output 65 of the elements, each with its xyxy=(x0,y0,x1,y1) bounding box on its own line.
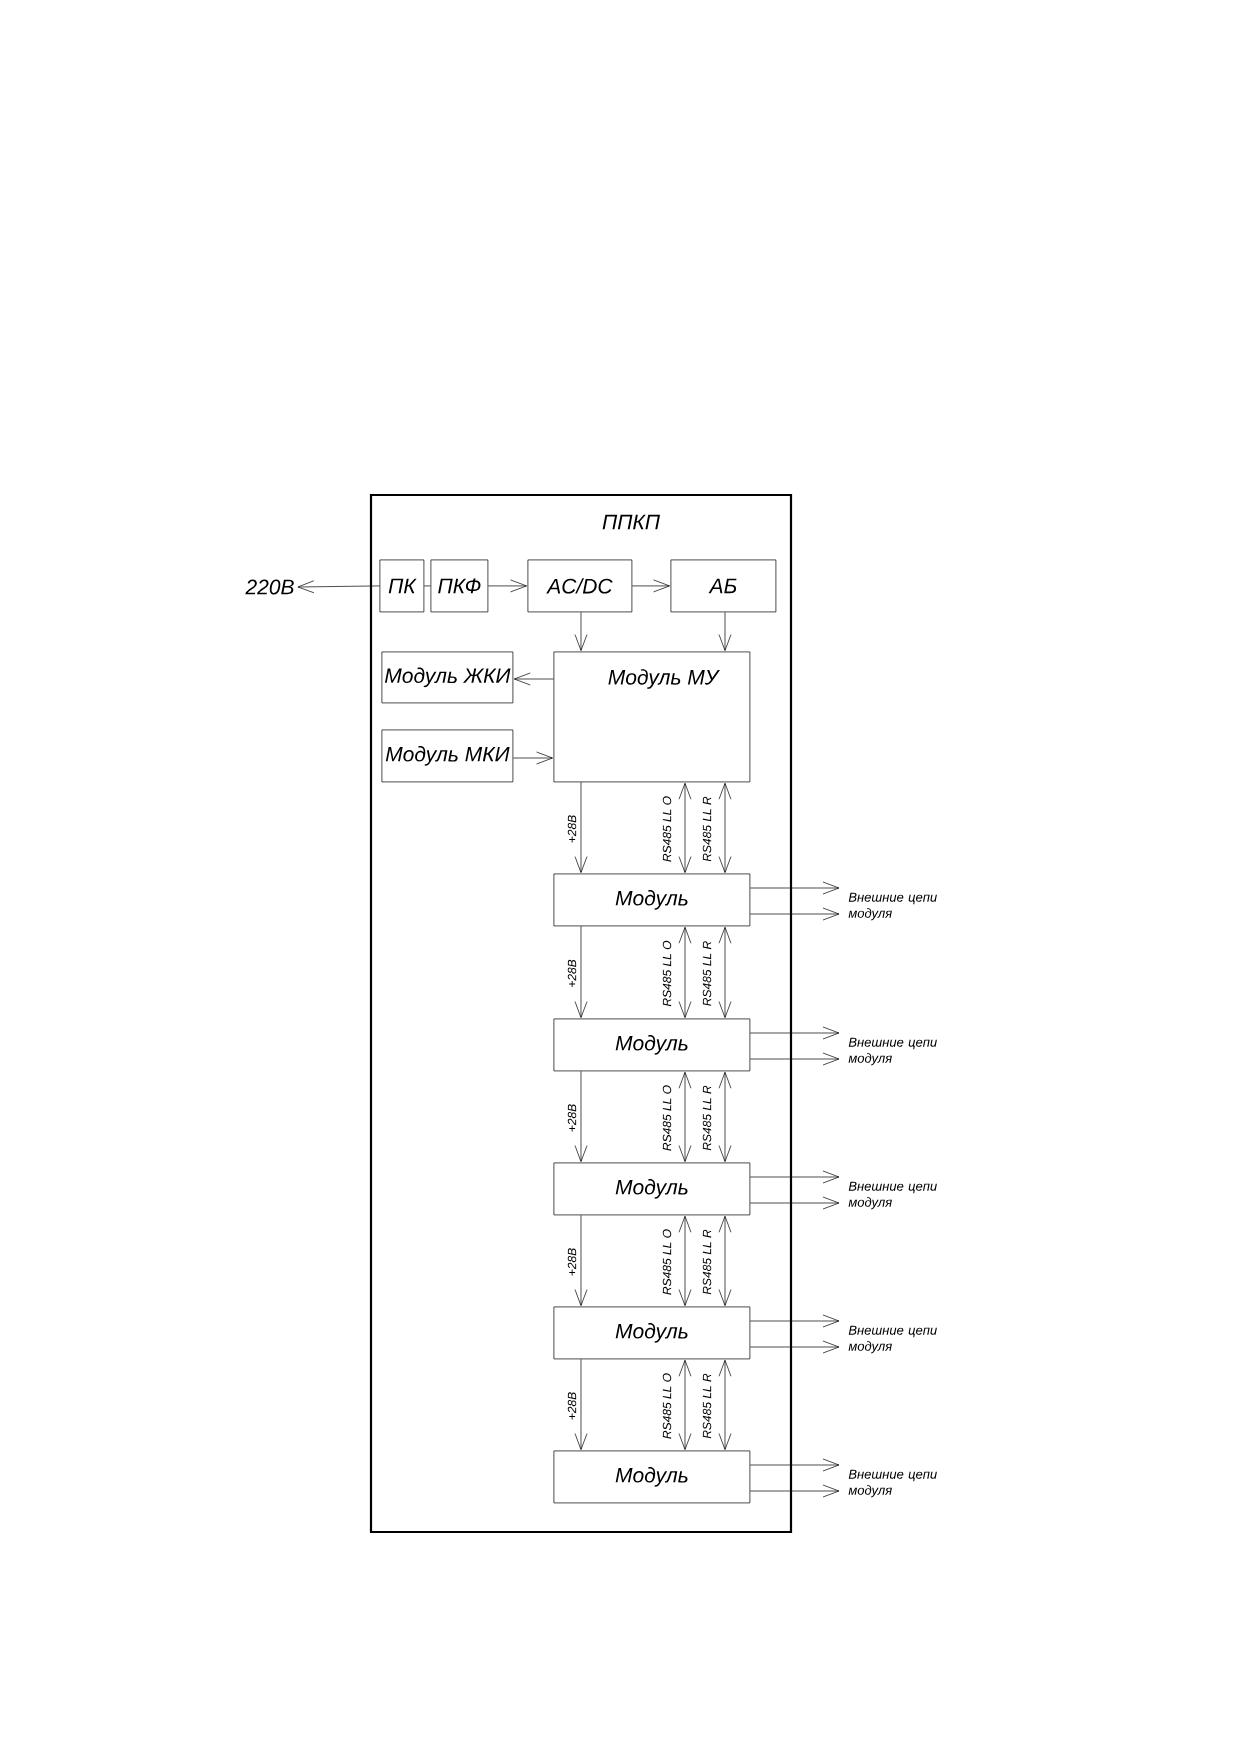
edge-label: RS485 LL R xyxy=(702,941,712,1006)
edge-label: +28В xyxy=(567,815,577,843)
edge-label: +28В xyxy=(567,1104,577,1132)
arrow xyxy=(678,926,692,1018)
arrow xyxy=(749,1052,840,1066)
edge-label: RS485 LL R xyxy=(702,1373,712,1439)
edge-label: RS485 LL O xyxy=(662,1085,672,1151)
arrow xyxy=(487,579,527,593)
block-box: Модуль ЖКИ xyxy=(381,651,514,704)
arrow xyxy=(574,611,588,651)
arrow xyxy=(718,926,732,1018)
note-text: Внешние цепи модуля xyxy=(848,1181,937,1210)
module-box: Модуль МУ xyxy=(553,651,751,783)
edge-label: RS485 LL O xyxy=(662,940,672,1007)
arrow xyxy=(749,881,840,895)
edge-label: +28В xyxy=(567,1392,577,1420)
arrow xyxy=(718,1359,732,1450)
edge-label: RS485 LL O xyxy=(662,796,672,862)
arrow xyxy=(749,1026,840,1040)
arrow xyxy=(718,782,732,873)
arrow xyxy=(513,672,554,686)
note-text: Внешние цепи модуля xyxy=(848,892,937,921)
block-box: Модуль xyxy=(553,1306,751,1360)
arrow xyxy=(678,1359,692,1450)
arrow xyxy=(574,1070,588,1162)
block-box: Модуль xyxy=(553,1162,751,1216)
block-box: AC/DC xyxy=(527,559,633,613)
edge-label: RS485 LL R xyxy=(702,1085,712,1151)
arrow xyxy=(574,1358,588,1450)
arrow xyxy=(749,907,840,921)
edge-label: RS485 LL O xyxy=(662,1229,672,1295)
arrow xyxy=(718,1215,732,1306)
block-box: Модуль xyxy=(553,873,751,927)
arrow xyxy=(749,1314,840,1328)
arrow xyxy=(749,1484,840,1498)
arrow xyxy=(512,751,553,765)
block-box: ПКФ xyxy=(430,559,489,613)
arrow xyxy=(749,1170,840,1184)
arrow xyxy=(574,925,588,1018)
arrow xyxy=(678,782,692,873)
block-box: ПК xyxy=(379,559,425,613)
edge-label: RS485 LL O xyxy=(662,1373,672,1439)
arrow xyxy=(678,1215,692,1306)
arrow xyxy=(749,1196,840,1210)
note-text: Внешние цепи модуля xyxy=(848,1325,937,1354)
block-box: Модуль МКИ xyxy=(381,729,514,783)
arrow xyxy=(749,1458,840,1472)
block-box: Модуль xyxy=(553,1450,751,1504)
voltage-label: 220В xyxy=(245,579,294,595)
arrow xyxy=(718,1071,732,1162)
block-box: АБ xyxy=(670,559,777,613)
arrow xyxy=(678,1071,692,1162)
arrow xyxy=(718,611,732,651)
arrow xyxy=(574,781,588,873)
edge-label: RS485 LL R xyxy=(702,796,712,862)
edge-label: +28В xyxy=(567,1248,577,1276)
note-text: Внешние цепи модуля xyxy=(848,1037,937,1066)
arrow xyxy=(631,579,670,593)
edge-label: RS485 LL R xyxy=(702,1229,712,1295)
edge-label: +28В xyxy=(567,959,577,987)
arrow xyxy=(574,1214,588,1306)
note-text: Внешние цепи модуля xyxy=(848,1469,937,1498)
block-box: Модуль xyxy=(553,1018,751,1072)
arrow xyxy=(297,580,380,594)
arrow xyxy=(749,1340,840,1354)
